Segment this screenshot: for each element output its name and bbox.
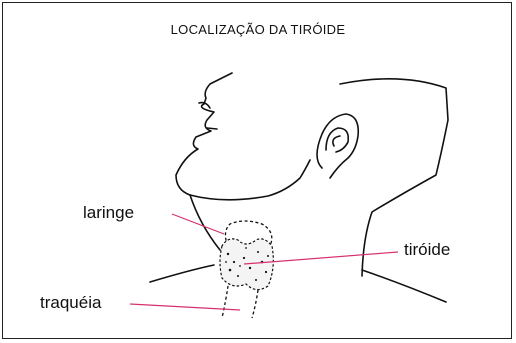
- trachea-label: traquéia: [40, 293, 102, 312]
- jaw-line: [189, 159, 311, 201]
- thyroid-pointer: [243, 251, 399, 265]
- mouth-line: [206, 127, 218, 130]
- shoulder-left: [149, 264, 215, 283]
- figure-frame: [2, 2, 512, 339]
- larynx-pointer: [171, 213, 225, 235]
- front-neck: [189, 194, 221, 251]
- shoulder-right: [361, 269, 447, 303]
- thyroid-label: tiróide: [404, 240, 451, 259]
- thyroid-texture: [225, 247, 269, 281]
- face-profile: [175, 72, 233, 196]
- ear-inner: [325, 127, 350, 153]
- larynx-label: laringe: [83, 203, 135, 222]
- ear: [316, 113, 360, 179]
- head-back: [339, 78, 449, 277]
- trachea-right: [251, 289, 259, 319]
- trachea-pointer: [129, 303, 241, 311]
- ear-detail: [332, 135, 341, 147]
- nostril: [198, 101, 211, 109]
- figure-title: LOCALIZAÇÃO DA TIRÓIDE: [170, 22, 346, 37]
- trachea-left: [221, 285, 229, 319]
